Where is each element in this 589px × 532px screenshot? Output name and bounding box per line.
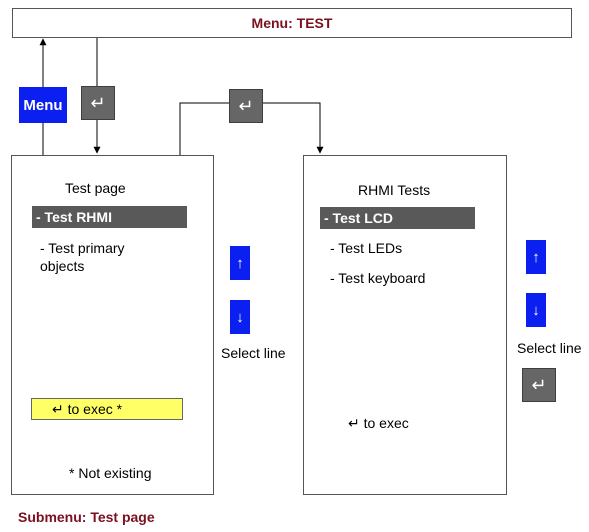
menu-key-button[interactable]: Menu (19, 87, 67, 123)
left-selected-item[interactable]: - Test RHMI (32, 206, 187, 228)
down-arrow-icon-right[interactable]: ↓ (526, 293, 546, 327)
left-list-item[interactable]: - Test primary objects (40, 240, 125, 274)
right-panel-title: RHMI Tests (358, 182, 431, 198)
submenu-caption: Submenu: Test page (18, 509, 155, 525)
right-exec-text: ↵ to exec (348, 415, 409, 431)
enter-key-icon-right[interactable]: ↵ (522, 368, 556, 402)
right-list-item-keyboard[interactable]: - Test keyboard (330, 270, 426, 286)
right-panel (303, 155, 507, 495)
right-list-item-leds[interactable]: - Test LEDs (330, 240, 403, 256)
up-arrow-icon[interactable]: ↑ (230, 246, 250, 280)
menu-bar: Menu: TEST (12, 8, 572, 38)
select-line-label-right: Select line (517, 340, 582, 356)
right-selected-item[interactable]: - Test LCD (320, 207, 475, 229)
not-existing-note: * Not existing (69, 465, 152, 481)
up-arrow-icon-right[interactable]: ↑ (526, 240, 546, 274)
enter-key-icon-2[interactable]: ↵ (229, 89, 263, 123)
enter-key-icon[interactable]: ↵ (81, 86, 115, 120)
down-arrow-icon[interactable]: ↓ (230, 300, 250, 334)
left-panel-title: Test page (65, 180, 126, 196)
exec-box: ↵ to exec * (31, 398, 183, 420)
select-line-label-left: Select line (221, 345, 286, 361)
